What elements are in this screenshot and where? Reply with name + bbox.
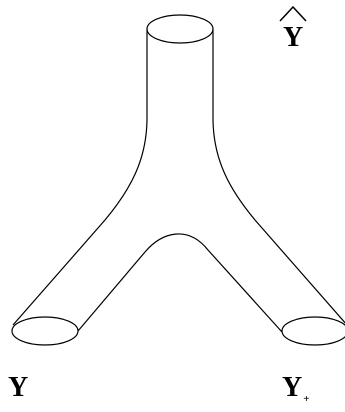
label-top-text: Y [283, 24, 303, 52]
hat-accent [279, 4, 307, 22]
label-y-plus: Y+ [282, 374, 310, 402]
bottom-right-boundary-circle [282, 317, 345, 345]
top-boundary-circle [147, 15, 213, 43]
label-right-text: Y [282, 372, 302, 403]
outer-left-contour [13, 29, 147, 325]
bottom-left-boundary-circle [12, 317, 78, 345]
inner-crotch-contour [78, 234, 282, 332]
outer-right-contour [213, 29, 345, 325]
label-y-left: Y [8, 374, 28, 402]
label-y-hat: Y [279, 4, 307, 64]
label-right-subscript: + [303, 393, 309, 405]
